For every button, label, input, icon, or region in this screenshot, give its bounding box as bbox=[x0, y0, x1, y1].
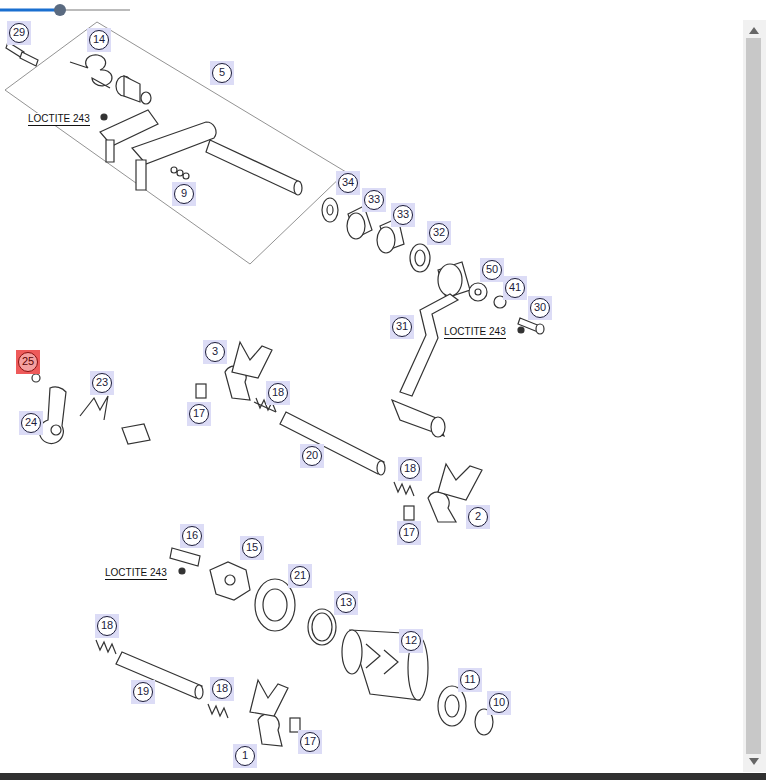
callout-marker: 29 bbox=[7, 21, 31, 45]
callout-number: 23 bbox=[92, 373, 112, 393]
callout-number: 15 bbox=[242, 538, 262, 558]
callout-marker: 24 bbox=[19, 411, 43, 435]
callout-number: 9 bbox=[174, 184, 194, 204]
callout-number: 18 bbox=[268, 383, 288, 403]
loctite-note: LOCTITE 243 bbox=[105, 567, 167, 580]
callout-marker: 18 bbox=[398, 457, 422, 481]
callout-number: 17 bbox=[300, 732, 320, 752]
callout-number: 19 bbox=[133, 682, 153, 702]
callout-marker: 41 bbox=[503, 276, 527, 300]
callout-marker: 17 bbox=[397, 521, 421, 545]
callout-marker: 34 bbox=[336, 171, 360, 195]
callout-marker: 20 bbox=[300, 444, 324, 468]
callout-number: 11 bbox=[460, 670, 480, 690]
callout-marker: 30 bbox=[528, 296, 552, 320]
callout-number: 18 bbox=[400, 459, 420, 479]
callout-number: 17 bbox=[399, 523, 419, 543]
callout-marker: 16 bbox=[180, 524, 204, 548]
callout-marker: 32 bbox=[427, 221, 451, 245]
callout-marker: 9 bbox=[172, 182, 196, 206]
callout-number: 5 bbox=[212, 63, 232, 83]
callout-number: 33 bbox=[393, 205, 413, 225]
callout-marker: 33 bbox=[362, 188, 386, 212]
callout-marker: 15 bbox=[240, 536, 264, 560]
callout-marker: 23 bbox=[90, 371, 114, 395]
callout-number: 18 bbox=[212, 679, 232, 699]
callout-number: 33 bbox=[364, 190, 384, 210]
callout-marker: 19 bbox=[131, 680, 155, 704]
loctite-note: LOCTITE 243 bbox=[28, 113, 90, 126]
callout-marker: 18 bbox=[266, 381, 290, 405]
callout-number: 20 bbox=[302, 446, 322, 466]
callout-marker: 17 bbox=[298, 730, 322, 754]
callout-marker: 17 bbox=[187, 402, 211, 426]
callout-number: 13 bbox=[336, 593, 356, 613]
callout-marker: 33 bbox=[391, 203, 415, 227]
callout-marker: 18 bbox=[95, 614, 119, 638]
callout-marker: 50 bbox=[480, 258, 504, 282]
callout-number: 1 bbox=[235, 746, 255, 766]
callout-number: 30 bbox=[530, 298, 550, 318]
callout-marker: 25 bbox=[16, 350, 40, 374]
callout-marker: 11 bbox=[458, 668, 482, 692]
callout-number: 34 bbox=[338, 173, 358, 193]
callout-number: 24 bbox=[21, 413, 41, 433]
callout-marker: 14 bbox=[87, 28, 111, 52]
callout-number: 31 bbox=[392, 317, 412, 337]
loctite-note: LOCTITE 243 bbox=[444, 326, 506, 339]
callout-marker: 13 bbox=[334, 591, 358, 615]
callout-number: 12 bbox=[401, 631, 421, 651]
callout-marker: 18 bbox=[210, 677, 234, 701]
callout-marker: 21 bbox=[288, 564, 312, 588]
callout-marker: 12 bbox=[399, 629, 423, 653]
callout-marker: 2 bbox=[466, 505, 490, 529]
callout-number: 32 bbox=[429, 223, 449, 243]
callout-number: 2 bbox=[468, 507, 488, 527]
callout-marker: 31 bbox=[390, 315, 414, 339]
callout-number: 21 bbox=[290, 566, 310, 586]
callout-number: 14 bbox=[89, 30, 109, 50]
callout-number: 50 bbox=[482, 260, 502, 280]
callout-number: 3 bbox=[205, 342, 225, 362]
callout-marker: 1 bbox=[233, 744, 257, 768]
callout-number: 16 bbox=[182, 526, 202, 546]
callout-marker: 5 bbox=[210, 61, 234, 85]
callout-number: 29 bbox=[9, 23, 29, 43]
callout-number: 41 bbox=[505, 278, 525, 298]
callout-number: 10 bbox=[489, 693, 509, 713]
callout-number: 17 bbox=[189, 404, 209, 424]
callout-number: 18 bbox=[97, 616, 117, 636]
callout-number: 25 bbox=[18, 352, 38, 372]
callout-marker: 3 bbox=[203, 340, 227, 364]
callout-marker: 10 bbox=[487, 691, 511, 715]
